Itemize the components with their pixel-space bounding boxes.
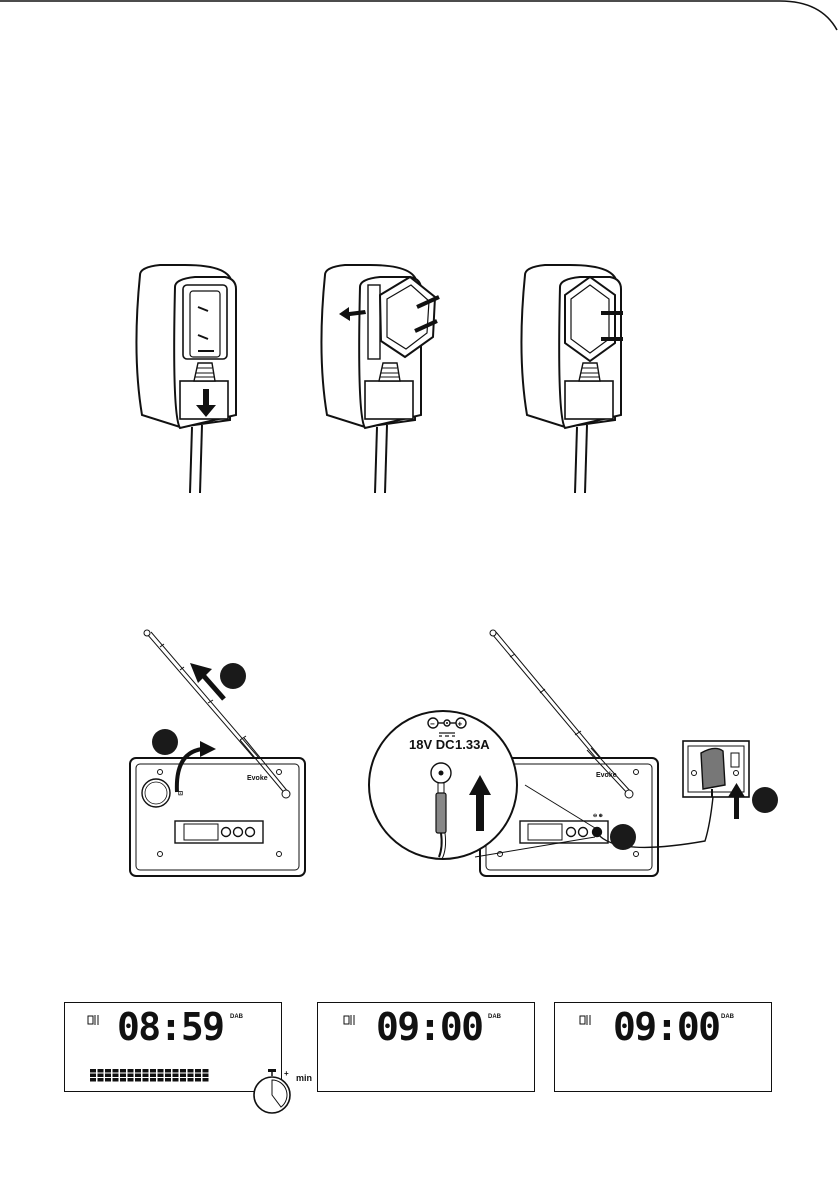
timer-unit: min (296, 1073, 312, 1083)
lcd-band-2: DAB (488, 1014, 502, 1020)
speaker-icon (88, 1015, 98, 1025)
radio-brand-right: Evoke (596, 772, 617, 779)
step-badge-1 (220, 663, 246, 689)
timer-icon: + min (248, 1068, 328, 1118)
lcd-display-3: 09:00 DAB (554, 1002, 772, 1092)
lcd-time-3: 09:00 (613, 1005, 721, 1049)
radio-brand-left: Evoke (247, 775, 268, 782)
svg-text:+: + (458, 720, 463, 729)
svg-text:⊖ ⊕: ⊖ ⊕ (593, 813, 603, 819)
adapter-step-3 (521, 265, 623, 493)
adapter-step-1 (136, 265, 236, 493)
power-current-label: 1.33A (455, 737, 490, 752)
adapter-step-2 (321, 265, 439, 493)
speaker-icon (580, 1015, 590, 1025)
lcd-time-1: 08:59 (117, 1005, 225, 1049)
lcd-time-2: 09:00 (376, 1005, 484, 1049)
step-badge-3 (610, 824, 636, 850)
radio-back-right: Evoke ⊖ ⊕ − + 18 (365, 625, 785, 880)
adapter-illustrations (120, 255, 640, 505)
lcd-display-2: 09:00 DAB (317, 1002, 535, 1092)
power-voltage-label: 18V DC (409, 737, 455, 752)
progress-bar (90, 1069, 209, 1082)
timer-sign: + (284, 1069, 289, 1078)
svg-text:−: − (430, 720, 435, 729)
lcd-band-1: DAB (230, 1014, 244, 1020)
step-badge-4 (752, 787, 778, 813)
lcd-band-3: DAB (721, 1014, 735, 1020)
radio-back-left: ⊡ Evoke (120, 625, 310, 880)
speaker-icon (344, 1015, 354, 1025)
step-badge-2 (152, 729, 178, 755)
top-rule (0, 0, 839, 1)
